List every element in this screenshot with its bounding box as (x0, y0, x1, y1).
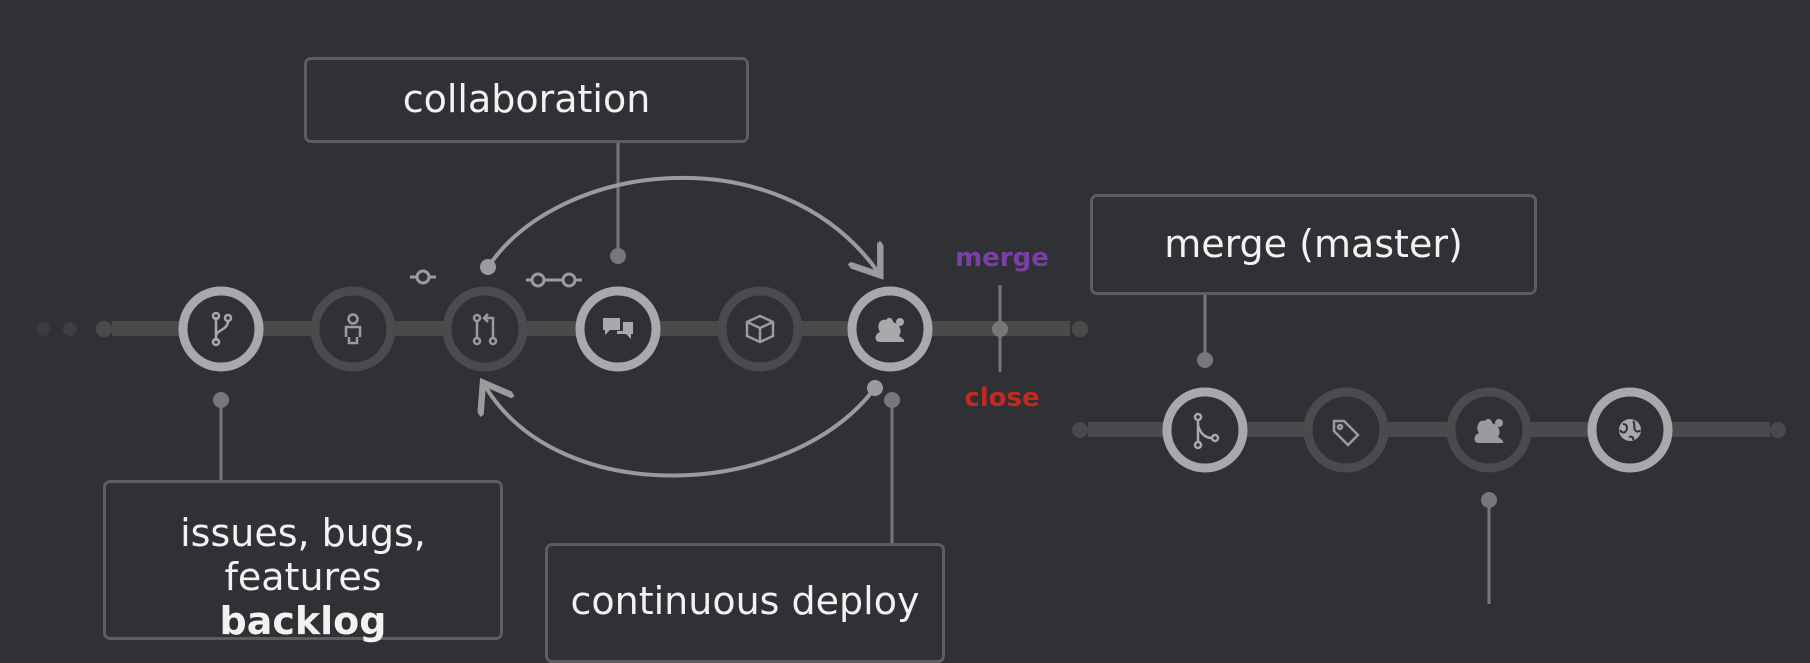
globe-node (1587, 387, 1673, 473)
continuous-deploy-label: continuous deploy (570, 579, 920, 623)
tag-node (1303, 387, 1389, 473)
backlog-box: issues, bugs, features backlog (103, 480, 503, 643)
track-dot (63, 322, 77, 336)
issues-label: issues, bugs, features (180, 511, 426, 599)
feedback-arc (485, 386, 877, 478)
deploy-node (847, 286, 933, 372)
discussion-node (575, 286, 661, 372)
connector-dot (992, 321, 1008, 337)
arc-dot (867, 380, 883, 396)
git-pull-request-icon (472, 313, 498, 346)
merge-master-label: merge (master) (1164, 222, 1463, 266)
merge-node (1162, 387, 1248, 473)
commit-icon (410, 269, 436, 285)
issue-assign-node (310, 286, 396, 372)
git-merge-icon (1193, 412, 1220, 450)
arc-dot (480, 259, 496, 275)
commits-icon (526, 272, 582, 288)
connector-dot (1481, 492, 1497, 508)
tag-icon (1332, 419, 1360, 447)
connector-dot (213, 392, 229, 408)
merge-label: merge (955, 243, 1049, 273)
branch-node (178, 286, 264, 372)
globe-icon (1619, 419, 1641, 441)
track-dot (1770, 422, 1786, 438)
git-branch-icon (211, 311, 233, 347)
close-label: close (964, 383, 1040, 413)
commit-icons (410, 269, 582, 288)
squirrel-icon (1474, 418, 1504, 443)
track-dot (96, 321, 112, 337)
person-icon (344, 313, 362, 345)
collaboration-label: collaboration (402, 77, 651, 121)
ship-node (1446, 387, 1532, 473)
collaboration-box: collaboration (304, 57, 749, 143)
package-node (717, 286, 803, 372)
connector-dots (213, 248, 1497, 508)
continuous-deploy-box: continuous deploy (545, 543, 945, 663)
merge-master-box: merge (master) (1090, 194, 1537, 295)
git-flow-diagram (36, 143, 1786, 604)
track-dot (1072, 422, 1088, 438)
arcs (485, 175, 878, 478)
track-dot (1072, 321, 1088, 337)
squirrel-icon (875, 317, 905, 342)
connector-dot (1197, 352, 1213, 368)
pull-request-node (442, 286, 528, 372)
track-dot (36, 322, 50, 336)
review-arc (486, 175, 878, 272)
connector-dot (610, 248, 626, 264)
connector-dot (884, 392, 900, 408)
comment-discussion-icon (603, 318, 633, 339)
package-icon (745, 314, 775, 344)
backlog-label: backlog (219, 599, 387, 643)
